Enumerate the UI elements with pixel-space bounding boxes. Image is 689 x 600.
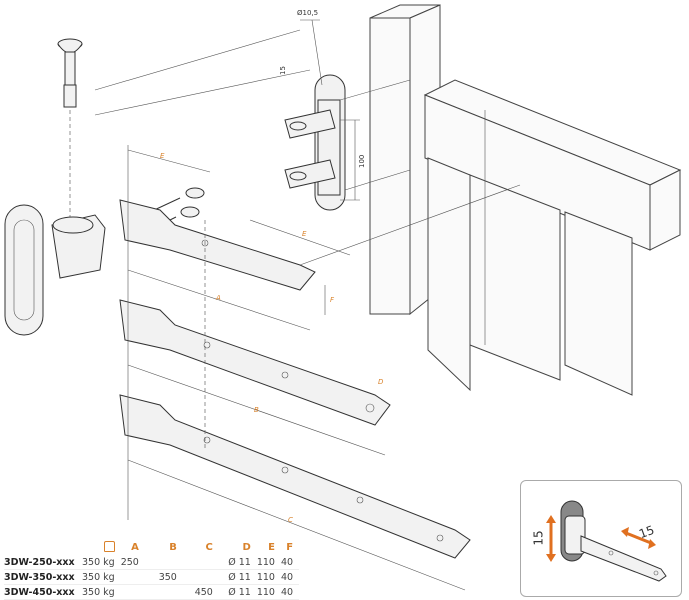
label-slot: 15 (279, 66, 287, 75)
wall-bracket (284, 74, 346, 211)
label-hole-diameter: Ø10,5 (297, 9, 318, 17)
load-icon (82, 540, 121, 555)
hinge-strap-long (119, 394, 471, 559)
label-D: D (378, 378, 384, 386)
vertical-adjust-label: 15 (531, 530, 546, 546)
bolt (57, 38, 83, 108)
label-bracket-height: 100 (358, 155, 366, 168)
table-row: 3DW-250-xxx 350 kg 250 Ø 11 110 40 (4, 555, 300, 570)
spec-table: A B C D E F 3DW-250-xxx 350 kg 250 Ø 11 … (4, 540, 300, 600)
adjustment-inset: 15 15 (520, 480, 682, 597)
hinge-pivot (51, 214, 106, 279)
table-row: 3DW-350-xxx 350 kg 350 Ø 11 110 40 (4, 569, 300, 585)
label-E-side: E (302, 230, 307, 238)
cover-cap (4, 204, 44, 336)
table-row: 3DW-450-xxx 350 kg 450 Ø 11 110 40 (4, 584, 300, 600)
label-E-top: E (160, 152, 165, 160)
label-C: C (288, 516, 293, 524)
hinge-strap-medium (119, 299, 391, 426)
label-B: B (254, 406, 259, 414)
adjustment-illustration (546, 500, 667, 582)
label-A: A (215, 294, 221, 302)
label-F: F (330, 296, 335, 304)
hinge-strap-short (119, 199, 316, 291)
gate-panel (423, 79, 682, 396)
